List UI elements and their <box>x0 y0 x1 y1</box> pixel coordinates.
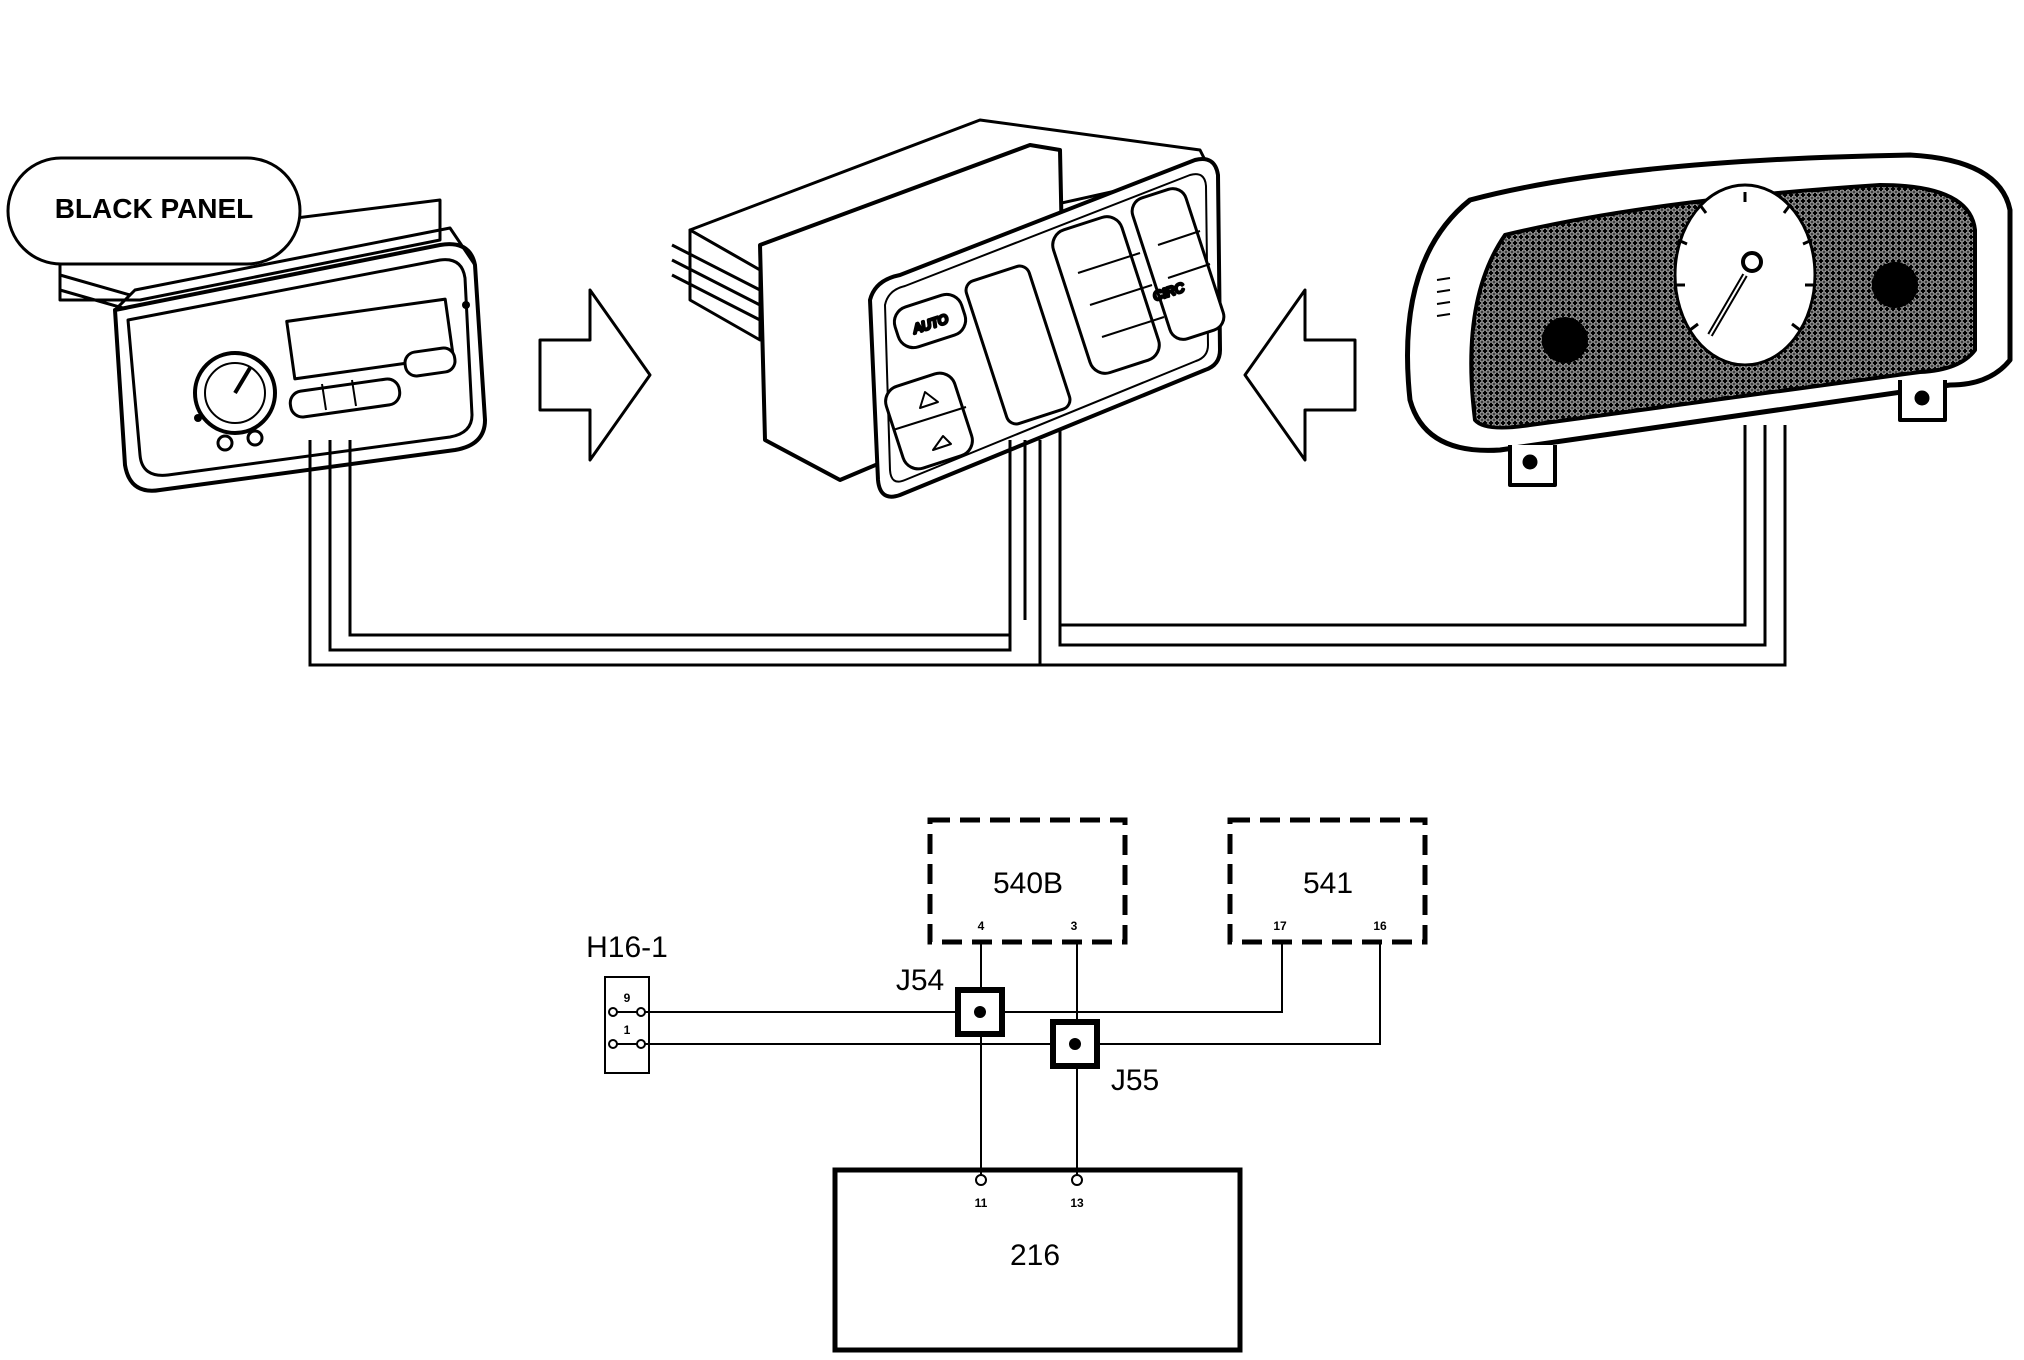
module-541-label: 541 <box>1303 867 1353 900</box>
module-540b-pin-a: 4 <box>978 919 985 933</box>
right-arrow <box>538 288 652 462</box>
module-216-pin-a: 11 <box>975 1196 988 1210</box>
splice-j54-label: J54 <box>896 964 944 997</box>
connector-h16-1-label: H16-1 <box>586 931 668 964</box>
bus-wiring <box>308 425 1787 667</box>
climate-control-unit: AUTO CIRC <box>671 118 1226 499</box>
connector-pin-b: 1 <box>624 1023 631 1037</box>
module-216-label: 216 <box>1010 1239 1060 1272</box>
instrument-cluster-unit <box>1405 152 2013 487</box>
module-540b: 540B 4 3 <box>927 817 1128 945</box>
module-216-pin-b: 13 <box>1070 1196 1084 1210</box>
splice-j55: J55 <box>1050 1019 1159 1097</box>
splice-j54: J54 <box>896 964 1005 1037</box>
module-540b-pin-b: 3 <box>1071 919 1078 933</box>
schematic-wires <box>645 942 1381 1175</box>
black-panel-radio-unit <box>58 198 487 493</box>
module-541: 541 17 16 <box>1227 817 1428 945</box>
connector-h16-1: H16-1 9 1 <box>586 931 668 1074</box>
module-541-pin-b: 16 <box>1373 919 1387 933</box>
splice-j55-label: J55 <box>1111 1064 1159 1097</box>
left-arrow <box>1243 288 1357 462</box>
black-panel-callout: BLACK PANEL <box>6 156 302 266</box>
module-541-pin-a: 17 <box>1273 919 1287 933</box>
connector-pin-a: 9 <box>624 991 631 1005</box>
module-216: 216 11 13 <box>832 1167 1243 1353</box>
black-panel-label: BLACK PANEL <box>55 193 254 224</box>
module-540b-label: 540B <box>993 867 1063 900</box>
